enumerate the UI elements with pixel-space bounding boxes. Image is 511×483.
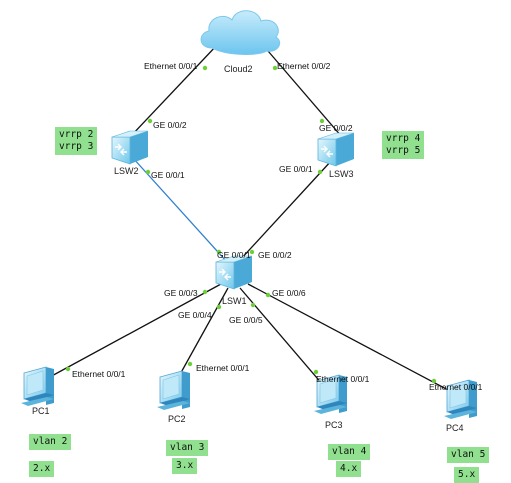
port-label: GE 0/0/5	[229, 315, 263, 325]
port-label: GE 0/0/2	[319, 123, 353, 133]
lsw1-switch-icon[interactable]	[215, 255, 253, 290]
port-label: Ethernet 0/0/1	[316, 374, 370, 384]
lsw3-vrrp-note: vrrp 4 vrrp 5	[382, 131, 425, 159]
port-label: Ethernet 0/0/1	[72, 369, 126, 379]
link-cloud-lsw2	[129, 43, 219, 138]
link-lsw1-pc4	[247, 283, 451, 392]
port-label: Ethernet 0/0/1	[144, 61, 198, 71]
port-label: GE 0/0/2	[153, 120, 187, 130]
lsw3-switch-icon[interactable]	[317, 132, 355, 167]
link-cloud-lsw3	[261, 43, 343, 138]
pc2-label: PC2	[168, 414, 186, 424]
port-label: Ethernet 0/0/1	[196, 363, 250, 373]
pc1-label: PC1	[32, 406, 50, 416]
port-label: GE 0/0/1	[151, 170, 185, 180]
link-lsw3-lsw1	[239, 159, 333, 261]
pc2-vlan-note: vlan 3	[166, 440, 209, 456]
port-label: GE 0/0/3	[164, 288, 198, 298]
pc3-vlan-note: vlan 4	[328, 444, 371, 460]
port-label: GE 0/0/4	[178, 310, 212, 320]
cloud-label: Cloud2	[224, 64, 253, 74]
port-label: GE 0/0/1	[279, 164, 313, 174]
port-label: Ethernet 0/0/2	[277, 61, 331, 71]
pc4-label: PC4	[446, 423, 464, 433]
port-label: GE 0/0/6	[272, 288, 306, 298]
pc4-net-note: 5.x	[454, 467, 480, 483]
lsw2-label: LSW2	[114, 166, 139, 176]
cloud-icon[interactable]	[200, 10, 281, 55]
pc3-label: PC3	[325, 420, 343, 430]
port-label: GE 0/0/1	[217, 250, 251, 260]
pc3-net-note: 4.x	[336, 461, 362, 477]
port-label: Ethernet 0/0/1	[429, 382, 483, 392]
pc4-vlan-note: vlan 5	[447, 447, 490, 463]
link-lsw1-pc1	[47, 283, 222, 379]
link-lsw1-pc2	[177, 287, 229, 379]
lsw3-label: LSW3	[329, 169, 354, 179]
port-label: GE 0/0/2	[258, 250, 292, 260]
pc1-net-note: 2.x	[29, 461, 55, 477]
pc1-computer-icon[interactable]	[20, 366, 55, 407]
pc2-computer-icon[interactable]	[156, 370, 191, 411]
pc2-net-note: 3.x	[172, 458, 198, 474]
pc1-vlan-note: vlan 2	[29, 434, 72, 450]
lsw2-switch-icon[interactable]	[111, 130, 149, 165]
lsw2-vrrp-note: vrrp 2 vrrp 3	[55, 127, 98, 155]
link-lsw1-pc3	[239, 287, 324, 386]
link-lsw2-lsw1	[132, 157, 228, 263]
port-dots	[65, 65, 437, 384]
lsw1-label: LSW1	[222, 296, 247, 306]
